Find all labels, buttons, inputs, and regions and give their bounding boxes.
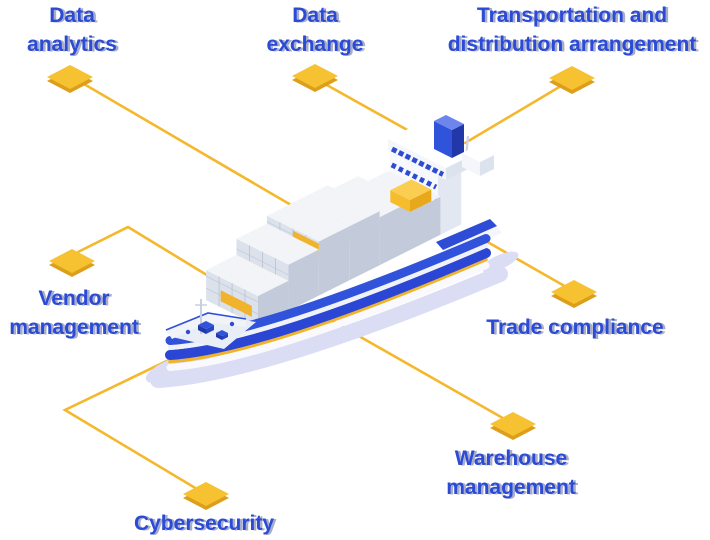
callout-label-line: Warehouse <box>454 447 568 470</box>
callout-data-analytics: Data analytics <box>27 1 117 59</box>
diamond-marker-vendor <box>49 249 95 277</box>
container-stack-top <box>266 200 350 242</box>
callout-label-line: analytics <box>27 33 117 56</box>
callout-label-line: Cybersecurity <box>133 512 275 535</box>
cargo-container-stacks <box>205 170 441 326</box>
callout-label-line: distribution arrangement <box>447 33 697 56</box>
callout-warehouse-management: Warehouse management <box>446 444 576 502</box>
container-stack-side <box>379 202 410 266</box>
callout-label-line: Transportation and <box>476 4 668 27</box>
diamond-marker-trade <box>551 280 597 308</box>
callout-label-line: Vendor <box>38 287 110 310</box>
connector-line-transportation <box>463 84 563 145</box>
connector-line-cybersecurity <box>62 355 204 494</box>
callout-label-line: management <box>446 476 576 499</box>
container-stack-side <box>258 280 289 326</box>
callout-label-line: management <box>9 316 139 339</box>
container-stack-top <box>297 185 380 227</box>
ship-illustration <box>145 115 519 388</box>
container-stack-side <box>288 249 319 311</box>
ship-bow-deck <box>165 299 256 349</box>
callout-label-line: exchange <box>266 33 364 56</box>
ship-hull <box>165 243 491 371</box>
bow-winch-icons <box>185 321 235 340</box>
container-accent-yellow <box>390 179 432 200</box>
container-accent-yellow <box>410 189 432 212</box>
container-stack-side <box>410 196 441 250</box>
container-stack-top <box>327 176 410 218</box>
diamond-marker-warehouse <box>490 412 536 440</box>
container-accent-yellow <box>220 290 252 317</box>
callout-label-line: Data <box>292 4 338 27</box>
callout-trade-compliance: Trade compliance <box>486 313 663 342</box>
callout-label-line: Trade compliance <box>486 316 664 339</box>
callout-data-exchange: Data exchange <box>267 1 364 59</box>
container-stack-top <box>206 254 289 296</box>
container-stack-side <box>318 226 350 296</box>
container-seam-line <box>236 248 289 276</box>
container-accent-yellow <box>390 190 410 212</box>
callout-vendor-management: Vendor management <box>9 284 139 342</box>
connector-line-data-analytics <box>82 82 317 221</box>
callout-transportation: Transportation and distribution arrangem… <box>448 1 697 59</box>
container-stack-top <box>236 223 319 265</box>
callout-label-line: Data <box>49 4 95 27</box>
diamond-marker-data-analytics <box>47 65 93 93</box>
container-stack-side <box>349 211 380 281</box>
connector-line-vendor <box>76 225 217 282</box>
ship-funnel-icon <box>434 115 464 158</box>
callout-cybersecurity: Cybersecurity <box>134 509 274 538</box>
container-seam-line <box>205 275 259 303</box>
